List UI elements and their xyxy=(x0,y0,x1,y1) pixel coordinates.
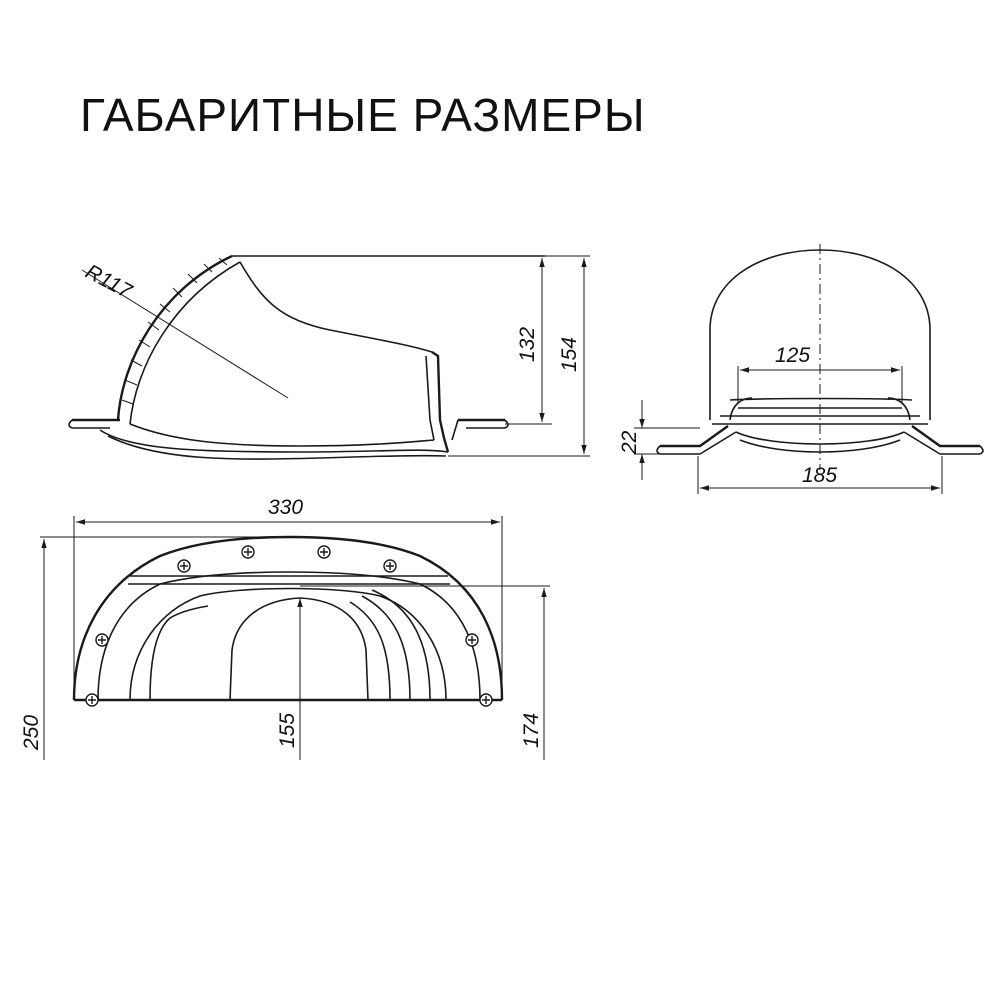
page-title: ГАБАРИТНЫЕ РАЗМЕРЫ xyxy=(80,89,646,141)
screw-icon xyxy=(177,559,191,573)
screw-icon xyxy=(95,633,109,647)
depth-opening-label: 155 xyxy=(276,713,299,748)
screw-icon xyxy=(383,559,397,573)
front-view: 125 185 22 xyxy=(618,244,984,494)
depth-body-label: 174 xyxy=(520,713,543,748)
height-total-label: 154 xyxy=(558,337,581,372)
inner-width-label: 125 xyxy=(775,344,810,367)
screw-icon xyxy=(465,633,479,647)
outer-width-label: 185 xyxy=(802,464,837,487)
side-view: R117 132 154 xyxy=(68,254,590,460)
screw-icon xyxy=(85,693,99,707)
plan-view: 330 250 155 174 xyxy=(20,496,550,760)
screw-icon xyxy=(479,693,493,707)
depth-total-label: 250 xyxy=(20,715,43,751)
length-label: 330 xyxy=(268,496,303,519)
flange-height-label: 22 xyxy=(618,430,641,455)
height-inner-label: 132 xyxy=(516,327,539,362)
screw-icon xyxy=(317,545,331,559)
screw-icon xyxy=(241,545,255,559)
radius-label: R117 xyxy=(82,260,137,304)
